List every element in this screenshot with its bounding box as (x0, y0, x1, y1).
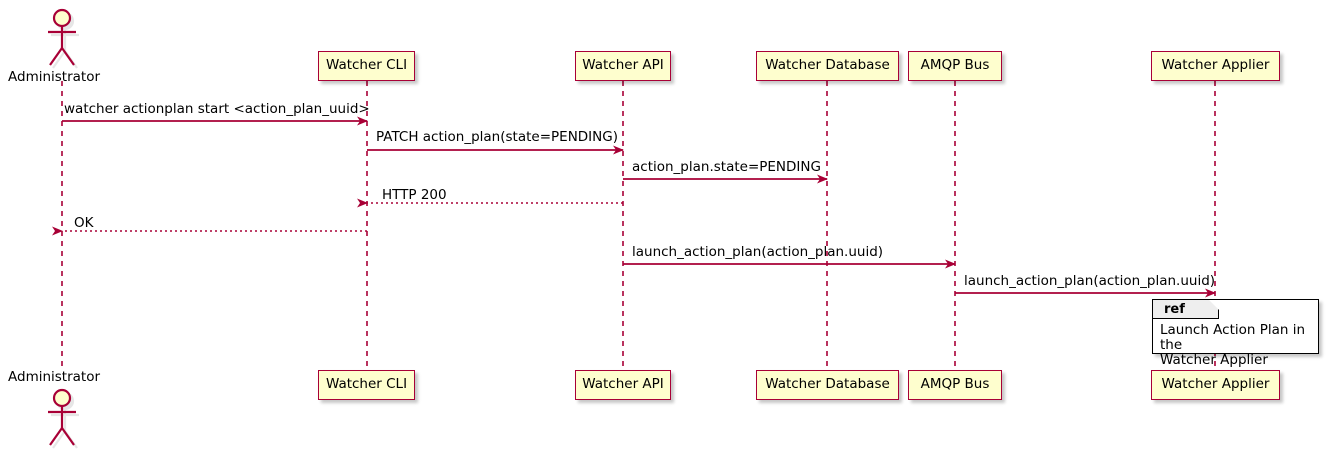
participant-footer-amqp-bus[interactable]: AMQP Bus (908, 370, 1002, 400)
actor-label-administrator-bottom: Administrator (8, 369, 101, 385)
participant-label: Watcher Applier (1161, 57, 1270, 74)
participant-label: Watcher Applier (1161, 376, 1270, 393)
message-label-7: launch_action_plan(action_plan.uuid) (964, 273, 1216, 289)
participant-label: Watcher CLI (325, 57, 408, 74)
participant-footer-watcher-database[interactable]: Watcher Database (756, 370, 899, 400)
message-label-1: watcher actionplan start <action_plan_uu… (64, 101, 370, 117)
ref-fragment-tab (1153, 300, 1219, 319)
participant-header-watcher-database[interactable]: Watcher Database (756, 51, 899, 81)
participant-label: Watcher API (582, 376, 664, 393)
participant-label: AMQP Bus (920, 57, 990, 74)
participant-header-amqp-bus[interactable]: AMQP Bus (908, 51, 1002, 81)
participant-footer-watcher-cli[interactable]: Watcher CLI (318, 370, 415, 400)
message-arrows-group (52, 116, 1216, 298)
actor-figure (48, 388, 76, 446)
participant-header-watcher-api[interactable]: Watcher API (575, 51, 671, 81)
actor-figures-group (48, 8, 79, 449)
ref-fragment-text: Launch Action Plan in the Watcher Applie… (1160, 322, 1306, 368)
message-label-3: action_plan.state=PENDING (632, 159, 821, 175)
ref-fragment-operator: ref (1164, 302, 1185, 317)
message-label-6: launch_action_plan(action_plan.uuid) (632, 244, 884, 260)
actor-figure (48, 8, 76, 66)
message-label-2: PATCH action_plan(state=PENDING) (376, 129, 618, 145)
lifelines-group (61, 81, 1216, 370)
actor-label-administrator-top: Administrator (8, 69, 101, 85)
participant-footer-watcher-applier[interactable]: Watcher Applier (1151, 370, 1280, 400)
participant-footer-watcher-api[interactable]: Watcher API (575, 370, 671, 400)
participant-header-watcher-applier[interactable]: Watcher Applier (1151, 51, 1280, 81)
participant-label: Watcher Database (765, 57, 890, 74)
participant-label: Watcher Database (765, 376, 890, 393)
participant-label: Watcher CLI (325, 376, 408, 393)
participant-header-watcher-cli[interactable]: Watcher CLI (318, 51, 415, 81)
participant-label: Watcher API (582, 57, 664, 74)
participant-label: AMQP Bus (920, 376, 990, 393)
message-label-4: HTTP 200 (382, 187, 447, 203)
ref-fragment: ref Launch Action Plan in the Watcher Ap… (1152, 299, 1319, 368)
message-label-5: OK (74, 215, 94, 231)
